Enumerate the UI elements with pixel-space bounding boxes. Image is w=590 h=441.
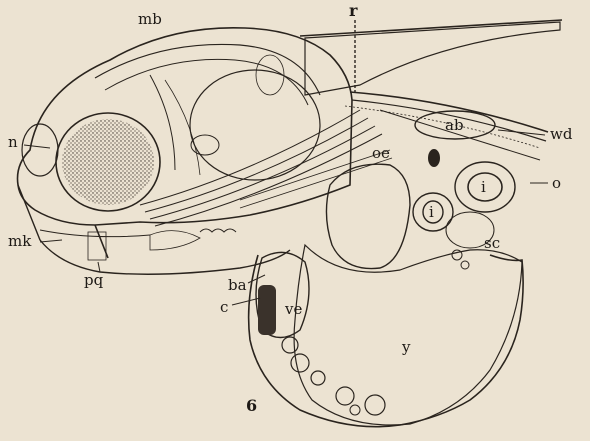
dorsal-body-wall bbox=[300, 20, 562, 95]
label-r: r bbox=[349, 1, 358, 20]
yolk-sac bbox=[294, 245, 522, 425]
label-c: c bbox=[220, 298, 228, 316]
label-mb: mb bbox=[138, 10, 162, 28]
cellular-mass bbox=[326, 164, 410, 268]
head-outline bbox=[18, 28, 353, 225]
eye bbox=[22, 113, 160, 211]
label-n: n bbox=[8, 133, 18, 151]
label-i-lower: i bbox=[429, 203, 434, 221]
body-outline bbox=[249, 255, 524, 427]
label-sc: sc bbox=[484, 234, 500, 252]
label-y: y bbox=[401, 338, 411, 356]
label-ve: ve bbox=[284, 300, 302, 318]
label-mk: mk bbox=[8, 232, 32, 250]
label-pq: pq bbox=[84, 271, 104, 289]
label-wd: wd bbox=[550, 125, 573, 143]
label-o: o bbox=[552, 174, 561, 192]
label-ba: ba bbox=[228, 276, 247, 294]
figure-number: 6 bbox=[246, 396, 257, 415]
label-i-upper: i bbox=[481, 178, 486, 196]
label-oe: oe bbox=[372, 144, 390, 162]
label-ab: ab bbox=[445, 116, 464, 134]
vitelline-vessels bbox=[282, 250, 469, 415]
jaw bbox=[18, 185, 290, 274]
